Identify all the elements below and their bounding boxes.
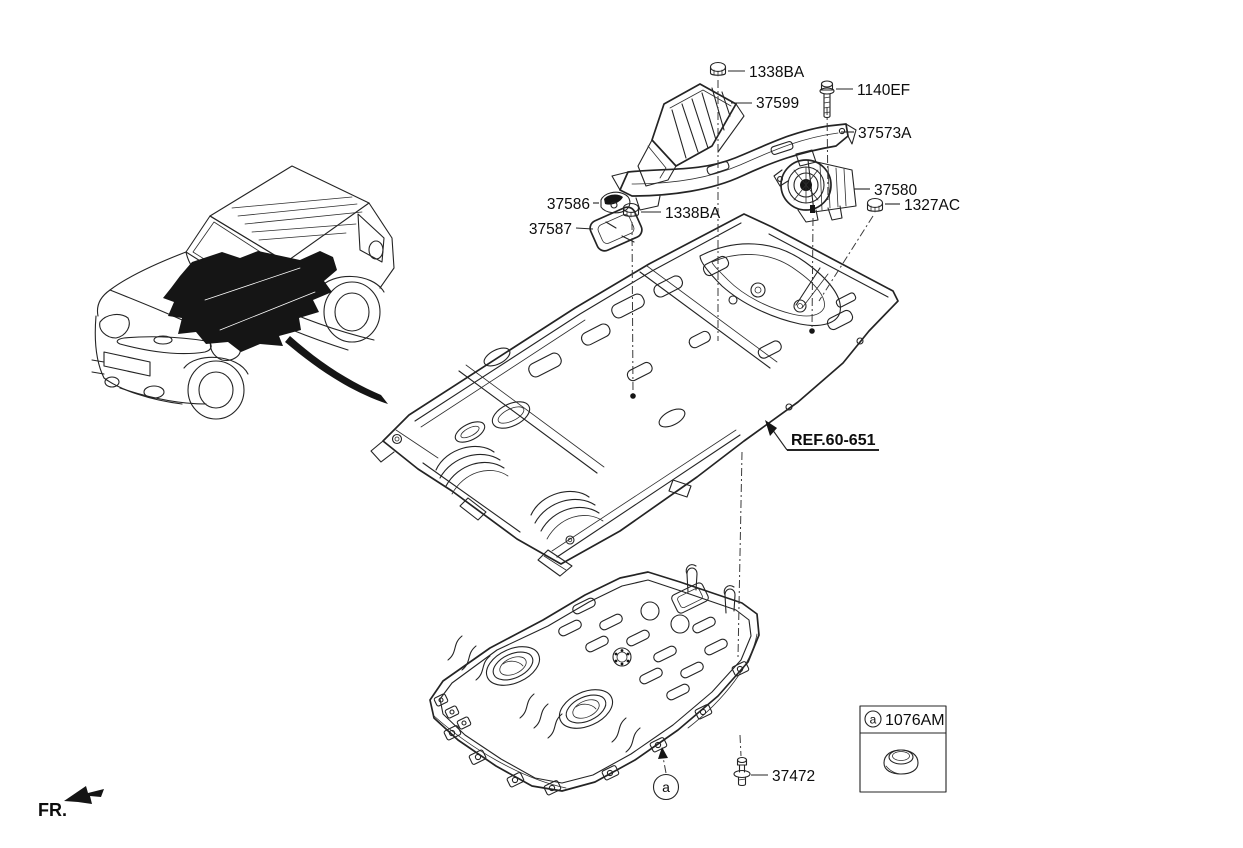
duct-cover-drawing [637,83,745,187]
part-label-1338ba-mid: 1338BA [665,205,721,222]
vehicle-illustration [91,165,395,420]
callouts: 1338BA 37599 1140EF 37573A 37580 1327AC … [529,64,960,785]
grommet-icon [883,749,919,775]
floor-panel-drawing [370,213,899,577]
fr-arrow-icon [64,786,104,804]
part-label-37472: 37472 [772,768,815,785]
bolt-icon-battery [733,756,751,787]
air-duct-drawing [611,123,857,211]
legend-part-number: 1076AM [885,712,945,729]
fr-direction-marker: FR. [38,786,104,820]
battery-pack-drawing [429,564,760,796]
part-label-1338ba-top: 1338BA [749,64,805,81]
nut-icon-blower [866,197,884,213]
circled-a-marker: a [652,747,680,801]
part-label-37599: 37599 [756,95,799,112]
part-label-37580: 37580 [874,182,917,199]
ref-arrowhead [765,420,777,436]
legend-box: a 1076AM [859,705,947,793]
legend-marker: a [870,713,877,727]
nut-icon-mid [622,202,640,218]
nut-icon-top [709,61,727,77]
part-label-37586: 37586 [547,196,590,213]
battery-location-arrow [285,336,388,404]
marker-a-label: a [662,779,670,795]
part-label-37573a: 37573A [858,125,912,142]
grommet-bracket-drawing [600,191,631,214]
fr-label: FR. [38,800,67,820]
ref-label: REF.60-651 [791,432,876,449]
bolt-icon-duct [819,80,835,119]
battery-location-silhouette [163,251,337,352]
assembly-center-lines [631,80,874,757]
floor-reference-callout: REF.60-651 [765,420,879,451]
marker-a-arrowhead [658,747,668,759]
part-label-1140ef: 1140EF [857,82,910,99]
part-label-37587: 37587 [529,221,572,238]
blower-unit-drawing [773,149,857,223]
part-label-1327ac: 1327AC [904,197,960,214]
